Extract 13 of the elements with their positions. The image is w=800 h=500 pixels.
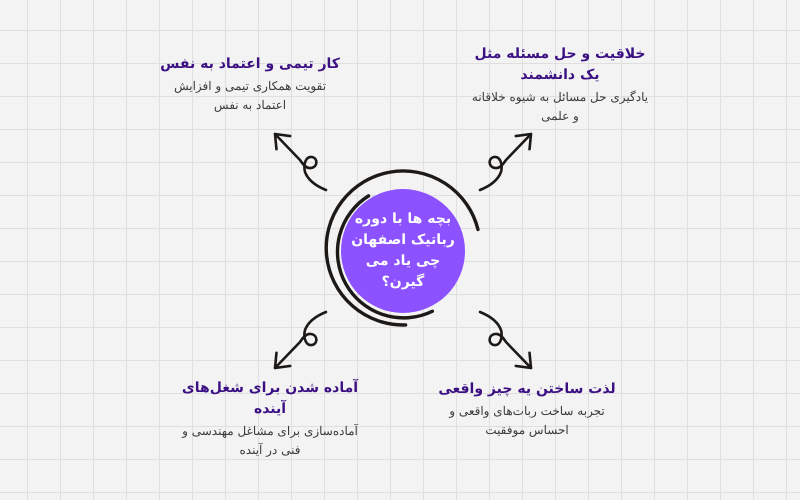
topic-title: آماده شدن برای شغل‌های آینده [180, 378, 360, 419]
question-text: بچه ها با دوره رباتیک اصفهان چی یاد می گیرن؟ [350, 210, 456, 292]
topic-title: کار تیمی و اعتماد به نفس [160, 55, 340, 74]
topic-description: آماده‌سازی برای مشاغل مهندسی و فنی در آینده [180, 422, 360, 459]
arrow [274, 310, 328, 370]
arrow [274, 132, 328, 192]
arrow [478, 132, 532, 192]
topic-description: تجربه ساخت ربات‌های واقعی و احساس موفقیت [448, 403, 606, 439]
arrow [478, 310, 532, 370]
topic-title: لذت ساختن یه چیز واقعی [438, 380, 616, 399]
topic-description: یادگیری حل مسائل به شیوه خلاقانه و علمی [470, 89, 650, 125]
topic-description: تقویت همکاری تیمی و افزایش اعتماد به نفس [172, 78, 328, 114]
topic-title: خلاقیت و حل مسئله مثل یک دانشمند [474, 45, 646, 85]
